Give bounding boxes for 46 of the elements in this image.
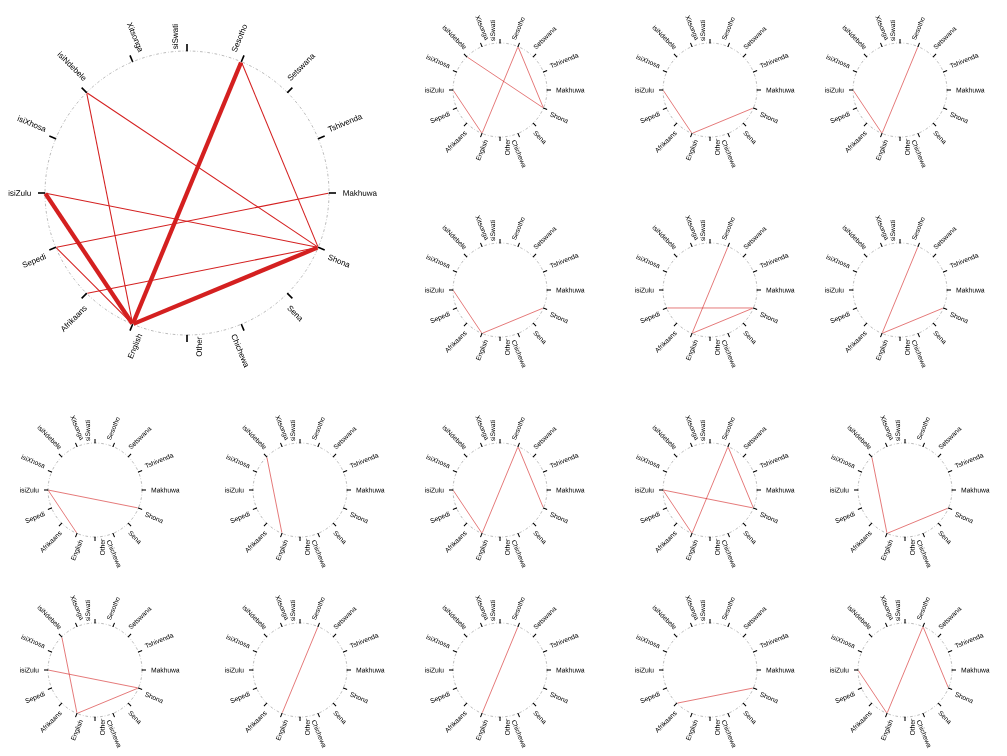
- chord-line: [518, 447, 544, 508]
- language-label: isiZulu: [8, 190, 46, 196]
- chord-line: [663, 490, 692, 534]
- chord-line: [882, 247, 918, 333]
- chord-line: [923, 627, 949, 688]
- chord-line: [48, 489, 138, 509]
- chord-line: [692, 247, 728, 333]
- chord-line: [853, 90, 882, 134]
- chord-line: [677, 687, 753, 704]
- language-label: Other: [186, 334, 202, 357]
- chord-line: [692, 308, 753, 334]
- chord-line: [282, 627, 318, 713]
- chord-line: [692, 447, 728, 533]
- chord-line: [266, 457, 283, 533]
- chord-line: [132, 245, 319, 326]
- chord-line: [77, 688, 138, 714]
- chord-line: [887, 627, 923, 713]
- chord-line: [131, 61, 243, 325]
- chord-line: [882, 47, 918, 133]
- chord-line: [43, 192, 134, 325]
- chord-line: [482, 47, 518, 133]
- chord-line: [467, 56, 544, 108]
- chord-line: [241, 62, 319, 248]
- chord-line: [692, 108, 753, 134]
- chord-line: [482, 308, 543, 334]
- chord-line: [61, 637, 78, 713]
- chord-line: [518, 47, 544, 108]
- chord-line: [667, 307, 753, 309]
- chord-line: [86, 92, 319, 248]
- chord-line: [55, 247, 133, 325]
- chord-line: [453, 290, 482, 334]
- chord-line: [858, 670, 887, 714]
- language-label: Makhuwa: [328, 190, 377, 196]
- chord-line: [453, 90, 482, 134]
- chord-line: [871, 457, 888, 533]
- chord-line: [453, 490, 482, 534]
- chord-line: [48, 490, 77, 534]
- chord-line: [48, 669, 138, 689]
- chord-line: [887, 508, 948, 534]
- language-label: siSwati: [172, 24, 188, 52]
- chord-line: [663, 90, 692, 134]
- chord-line: [728, 447, 754, 508]
- chord-line: [482, 627, 518, 713]
- chord-line: [482, 447, 518, 533]
- chord-line: [882, 308, 943, 334]
- chord-line: [663, 489, 753, 509]
